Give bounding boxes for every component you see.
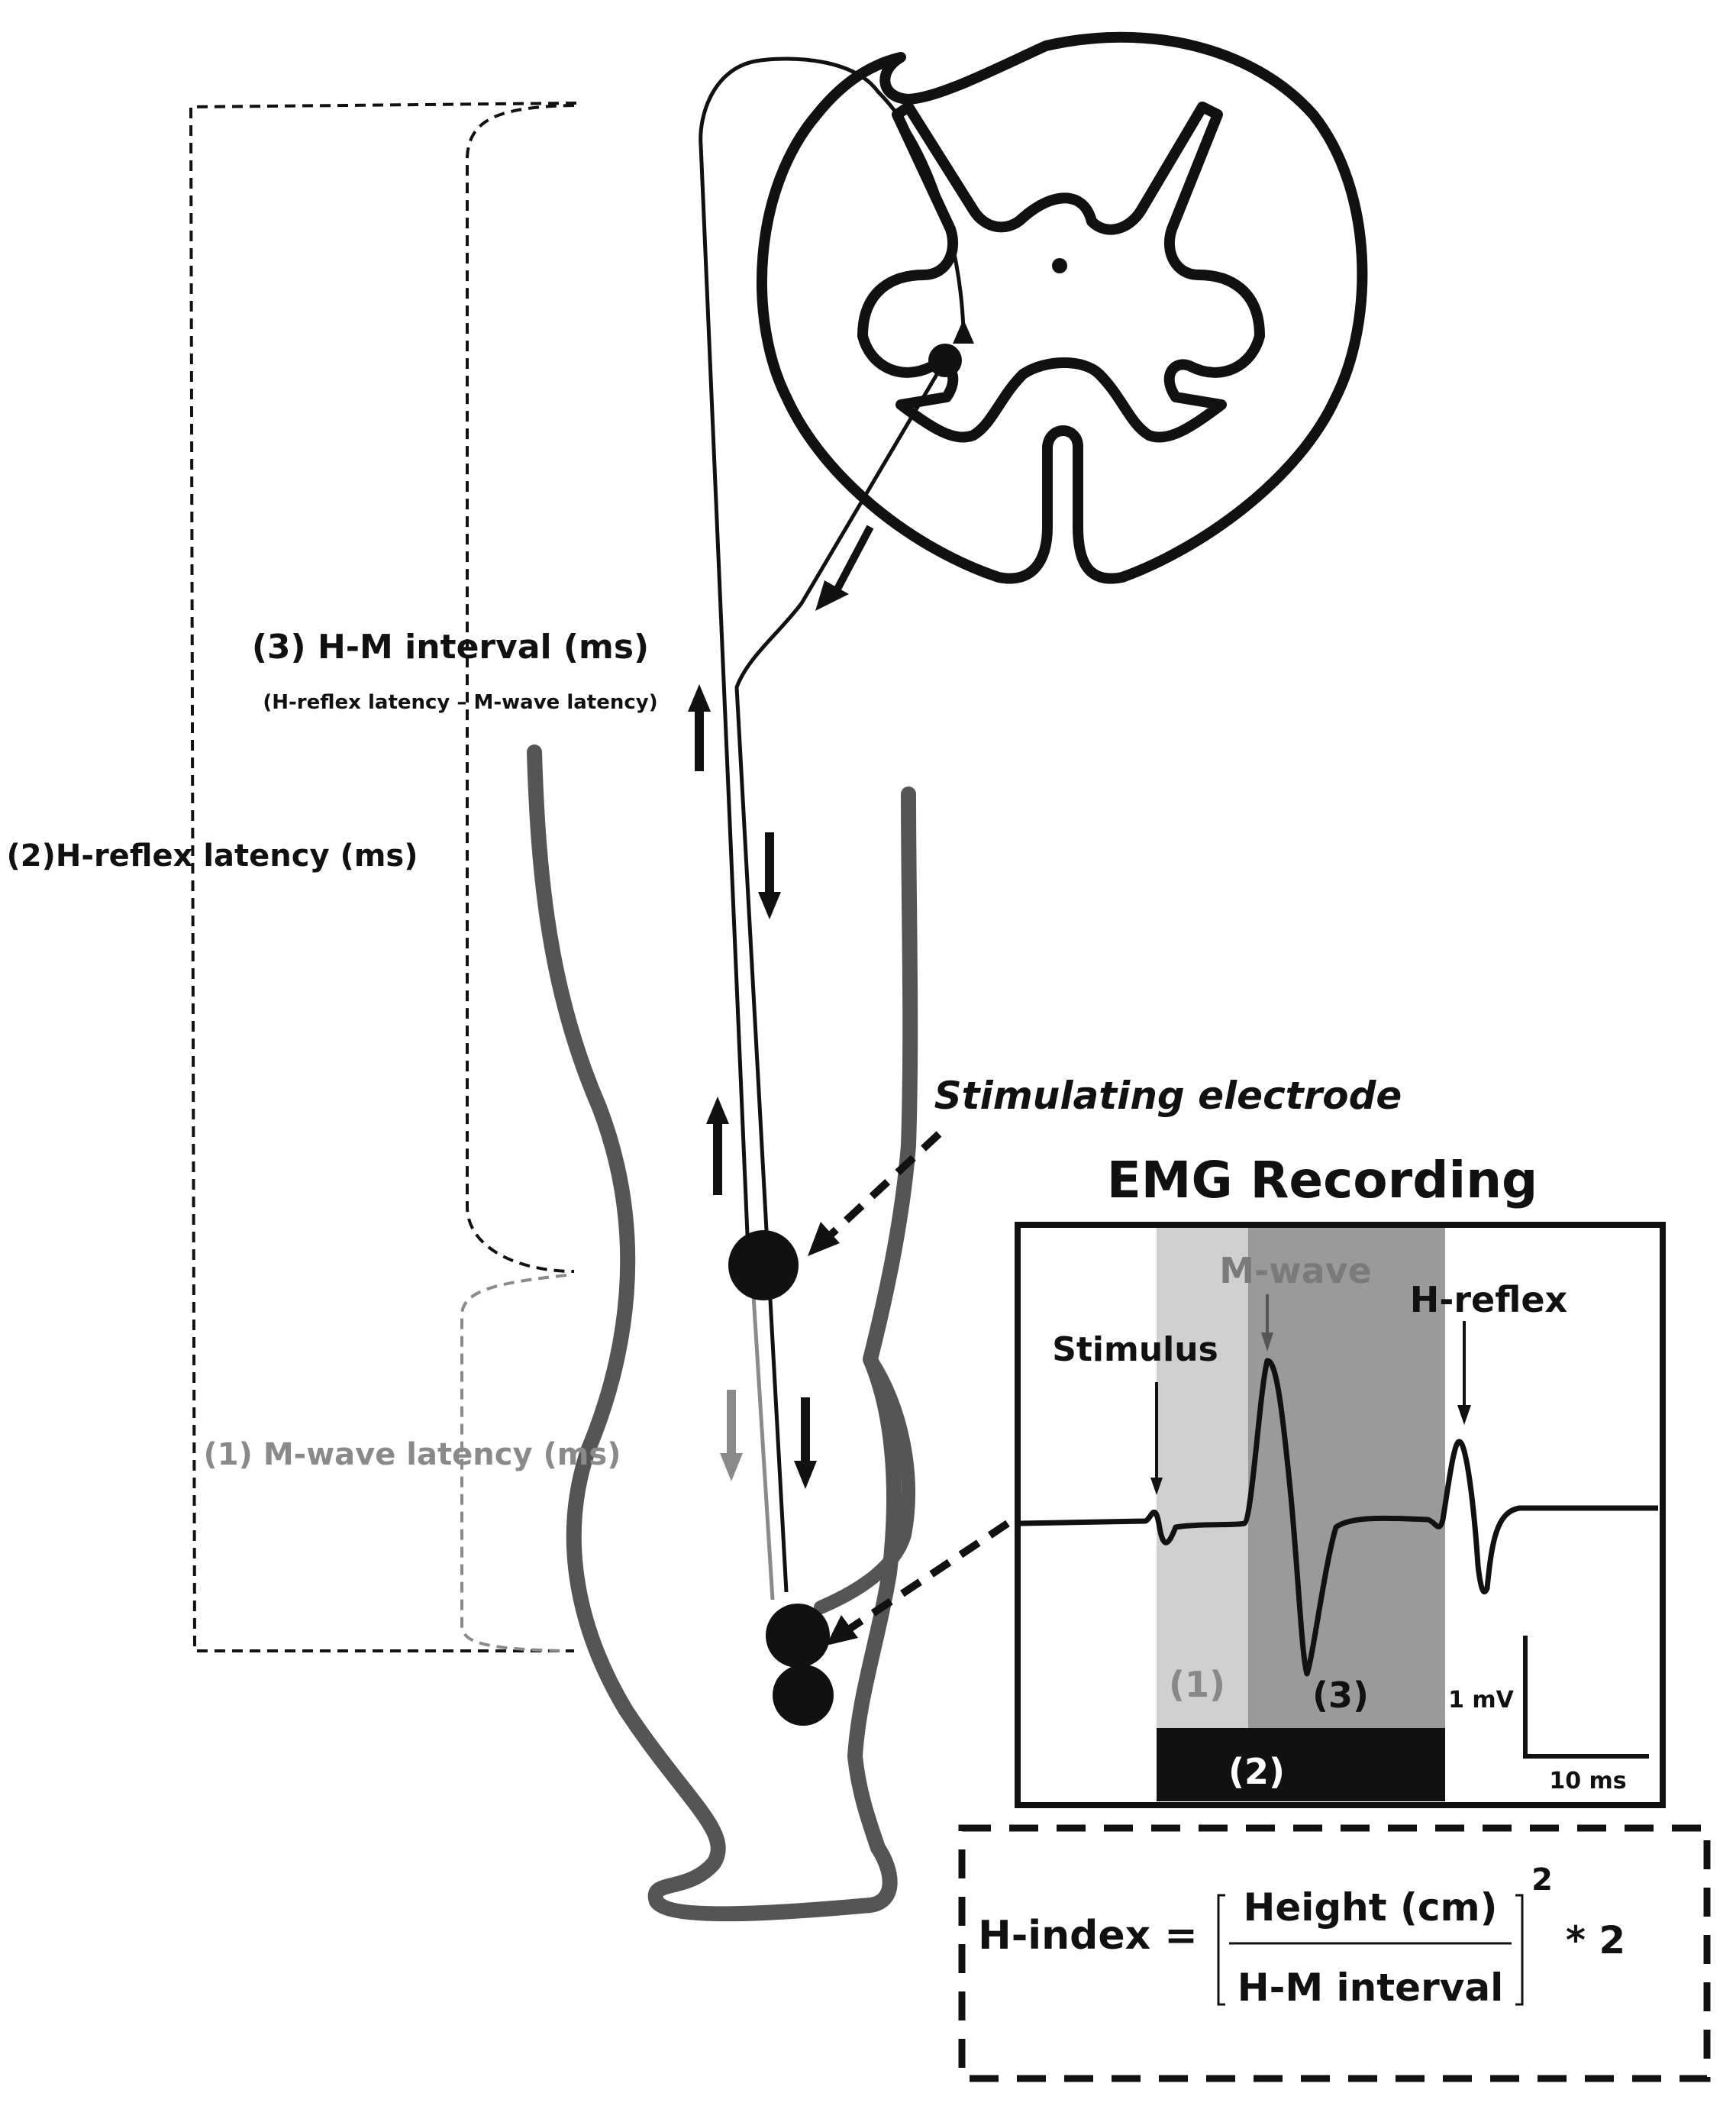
emg-trace xyxy=(1020,1358,1658,1677)
formula-numerator: Height (cm) xyxy=(1243,1885,1497,1930)
stimulus-label: Stimulus xyxy=(1052,1330,1218,1369)
formula-box xyxy=(958,1824,1711,2082)
h-reflex-label: H-reflex xyxy=(1410,1279,1567,1320)
hm-interval-bracket xyxy=(466,104,575,1273)
calf-muscle xyxy=(814,1352,915,1614)
h-reflex-latency-bracket xyxy=(189,102,577,1652)
afferent-fiber xyxy=(699,57,966,1253)
arrow-down-lower xyxy=(794,1397,817,1489)
left-bracket xyxy=(1217,1894,1225,2006)
m-wave-label: M-wave xyxy=(1219,1250,1372,1291)
signal-arrows xyxy=(688,525,874,1489)
stimulating-electrode-pointer xyxy=(808,1131,942,1256)
emg-region-3 xyxy=(1248,1228,1445,1728)
afferent-arrowhead xyxy=(953,319,974,344)
arrow-up-lower xyxy=(706,1097,729,1195)
h-reflex-arrow xyxy=(1457,1321,1471,1425)
arrow-down-grey xyxy=(720,1390,743,1481)
spinal-cord-outline xyxy=(756,31,1368,584)
emg-region-2 xyxy=(1157,1728,1445,1801)
recording-pointer xyxy=(826,1520,1010,1646)
h-index-formula: H-index = Height (cm) H-M interval 2 * 2 xyxy=(958,1824,1711,2082)
region-1-label: (1) xyxy=(1169,1664,1225,1705)
region-3-label: (3) xyxy=(1312,1675,1369,1716)
hm-interval-label: (3) H-M interval (ms) xyxy=(252,628,649,667)
formula-lhs: H-index = xyxy=(978,1913,1198,1959)
m-wave-latency-label: (1) M-wave latency (ms) xyxy=(204,1437,621,1472)
emg-recording: EMG Recording Stimulus M-wave H-reflex (… xyxy=(1015,1151,1666,1808)
m-wave-latency-bracket xyxy=(460,1274,567,1652)
central-canal xyxy=(1052,258,1067,273)
leg-outline xyxy=(527,745,918,1922)
formula-denominator: H-M interval xyxy=(1237,1965,1503,2010)
arrow-down-upper xyxy=(758,832,781,919)
scale-voltage-label: 1 mV xyxy=(1448,1687,1515,1714)
scale-time-label: 10 ms xyxy=(1549,1768,1626,1794)
emg-region-1 xyxy=(1157,1228,1248,1728)
scale-bar xyxy=(1523,1636,1649,1759)
recording-electrode-1 xyxy=(766,1604,830,1668)
right-bracket xyxy=(1515,1894,1524,2006)
grey-matter xyxy=(857,102,1265,443)
h-reflex-latency-label: (2)H-reflex latency (ms) xyxy=(6,838,418,874)
spinal-cord xyxy=(756,31,1368,584)
stimulating-electrode-label: Stimulating electrode xyxy=(934,1074,1402,1118)
region-2-label: (2) xyxy=(1228,1751,1285,1792)
formula-multiplier: * 2 xyxy=(1566,1918,1625,1962)
formula-exponent: 2 xyxy=(1531,1862,1553,1898)
direct-m-path xyxy=(750,1271,775,1600)
stimulating-electrode xyxy=(728,1230,799,1300)
stimulus-arrow xyxy=(1150,1382,1163,1495)
emg-title: EMG Recording xyxy=(1107,1151,1538,1210)
recording-electrode-2 xyxy=(773,1665,834,1726)
arrow-efferent-diagonal xyxy=(815,525,874,611)
arrow-up-upper xyxy=(688,684,711,771)
efferent-fiber xyxy=(734,359,947,1593)
m-wave-arrow xyxy=(1261,1294,1273,1352)
hm-interval-formula: (H-reflex latency – M-wave latency) xyxy=(263,691,657,714)
